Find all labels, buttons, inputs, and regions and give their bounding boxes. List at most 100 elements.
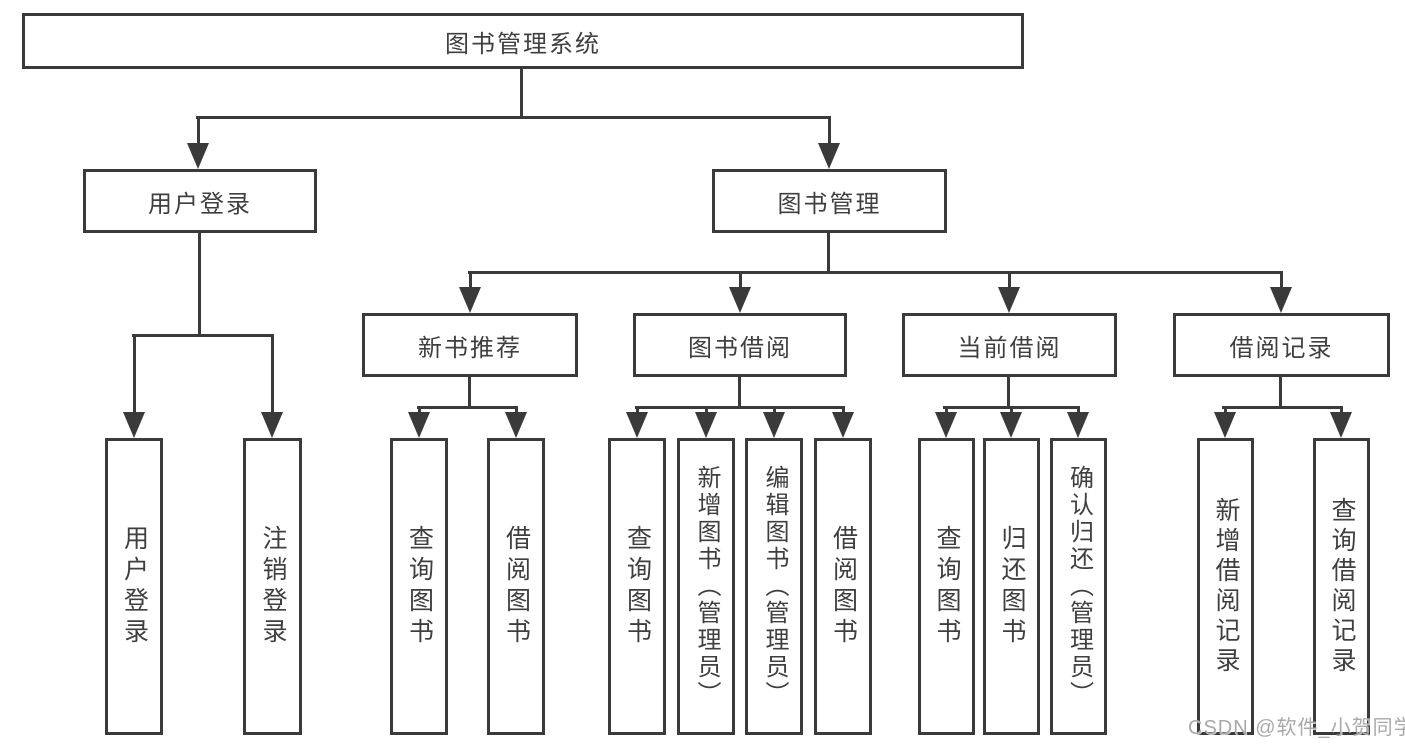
- arrow-down-icon: [763, 407, 785, 438]
- node-borrowing-records-label: 借阅记录: [1229, 334, 1334, 362]
- node-borrowing-records: 借阅记录: [1173, 313, 1390, 377]
- arrow-down-icon: [935, 407, 957, 438]
- node-leaf-logout-login-label: 注销登录: [259, 524, 287, 649]
- arrowhead: [1214, 412, 1236, 438]
- arrow-down-icon: [1330, 407, 1352, 438]
- arrowhead: [1330, 412, 1352, 438]
- connector-line: [198, 232, 201, 336]
- connector-line: [1007, 376, 1010, 408]
- node-book-management-label: 图书管理: [777, 190, 882, 218]
- arrow-down-icon: [832, 407, 854, 438]
- arrow-stem: [132, 335, 136, 412]
- arrow-stem: [514, 407, 518, 412]
- connector-line: [417, 406, 518, 409]
- connector-line: [468, 271, 1283, 274]
- node-leaf-borrow-books-recommend-label: 借阅图书: [502, 524, 531, 649]
- node-leaf-borrow-books-recommend: 借阅图书: [487, 438, 545, 735]
- arrowhead: [626, 412, 648, 438]
- arrowhead: [832, 412, 854, 438]
- node-leaf-edit-books-admin-label: 编辑图书（管理员）: [761, 465, 788, 708]
- node-user-login-label: 用户登录: [148, 190, 252, 218]
- arrowhead: [763, 412, 785, 438]
- node-leaf-return-books-label: 归还图书: [998, 524, 1026, 649]
- arrow-down-icon: [998, 272, 1020, 313]
- arrow-stem: [468, 272, 472, 287]
- arrowhead: [818, 143, 840, 169]
- arrow-down-icon: [1000, 407, 1022, 438]
- node-book-borrowing-label: 图书借阅: [688, 334, 792, 362]
- arrow-down-icon: [459, 272, 481, 313]
- node-leaf-add-borrow-record: 新增借阅记录: [1197, 438, 1254, 735]
- node-user-login: 用户登录: [83, 169, 317, 233]
- node-leaf-confirm-return-admin-label: 确认归还（管理员）: [1065, 465, 1093, 708]
- node-book-management: 图书管理: [712, 169, 947, 233]
- arrow-down-icon: [261, 335, 283, 438]
- arrowhead: [998, 287, 1020, 313]
- arrow-stem: [196, 117, 200, 143]
- arrowhead: [1270, 287, 1292, 313]
- arrowhead: [1067, 412, 1089, 438]
- node-leaf-query-books-current-label: 查询图书: [933, 524, 961, 649]
- connector-line: [520, 69, 523, 119]
- node-leaf-borrow-books-borrowing: 借阅图书: [814, 438, 872, 735]
- arrow-down-icon: [123, 335, 145, 438]
- node-leaf-query-books-current: 查询图书: [918, 438, 975, 735]
- arrow-down-icon: [505, 407, 527, 438]
- arrow-stem: [772, 407, 776, 412]
- node-leaf-logout-login: 注销登录: [243, 438, 302, 735]
- node-leaf-add-borrow-record-label: 新增借阅记录: [1212, 496, 1240, 677]
- node-leaf-query-books-borrowing-label: 查询图书: [623, 524, 652, 649]
- node-leaf-borrow-books-borrowing-label: 借阅图书: [829, 524, 858, 649]
- arrow-stem: [704, 407, 708, 412]
- arrow-down-icon: [408, 407, 430, 438]
- arrow-stem: [1007, 272, 1011, 287]
- arrow-down-icon: [187, 117, 209, 169]
- node-current-borrowing: 当前借阅: [902, 313, 1117, 377]
- arrow-down-icon: [695, 407, 717, 438]
- node-root-label: 图书管理系统: [445, 30, 601, 58]
- arrowhead: [408, 412, 430, 438]
- connector-line: [132, 334, 274, 337]
- node-leaf-query-borrow-record: 查询借阅记录: [1313, 438, 1370, 735]
- node-leaf-edit-books-admin: 编辑图书（管理员）: [745, 438, 803, 735]
- node-leaf-user-login: 用户登录: [105, 438, 163, 735]
- arrow-down-icon: [1067, 407, 1089, 438]
- arrow-stem: [270, 335, 274, 412]
- csdn-watermark: CSDN @软件_小贺同学: [1188, 717, 1405, 739]
- arrowhead: [505, 412, 527, 438]
- node-leaf-query-books-recommend-label: 查询图书: [405, 524, 434, 649]
- node-leaf-add-books-admin: 新增图书（管理员）: [677, 438, 735, 735]
- node-leaf-return-books: 归还图书: [983, 438, 1040, 735]
- arrowhead: [123, 412, 145, 438]
- arrow-stem: [944, 407, 948, 412]
- arrow-down-icon: [1214, 407, 1236, 438]
- node-leaf-add-books-admin-label: 新增图书（管理员）: [693, 465, 720, 708]
- arrow-stem: [1223, 407, 1227, 412]
- connector-line: [827, 232, 830, 274]
- node-leaf-query-borrow-record-label: 查询借阅记录: [1328, 496, 1356, 677]
- node-new-book-recommend-label: 新书推荐: [418, 334, 522, 362]
- arrowhead: [729, 287, 751, 313]
- arrow-stem: [635, 407, 639, 412]
- node-leaf-query-books-recommend: 查询图书: [390, 438, 448, 735]
- arrow-stem: [1009, 407, 1013, 412]
- arrowhead: [695, 412, 717, 438]
- connector-line: [196, 116, 831, 119]
- arrow-stem: [1279, 272, 1283, 287]
- arrowhead: [187, 143, 209, 169]
- arrow-down-icon: [818, 117, 840, 169]
- arrow-stem: [841, 407, 845, 412]
- arrow-down-icon: [1270, 272, 1292, 313]
- connector-line: [738, 376, 741, 408]
- connector-line: [635, 406, 845, 409]
- node-leaf-query-books-borrowing: 查询图书: [608, 438, 666, 735]
- connector-line: [468, 376, 471, 408]
- node-new-book-recommend: 新书推荐: [362, 313, 578, 377]
- arrow-down-icon: [729, 272, 751, 313]
- arrowhead: [1000, 412, 1022, 438]
- arrow-stem: [827, 117, 831, 143]
- arrow-stem: [1076, 407, 1080, 412]
- node-book-borrowing: 图书借阅: [633, 313, 847, 377]
- node-root: 图书管理系统: [22, 13, 1024, 69]
